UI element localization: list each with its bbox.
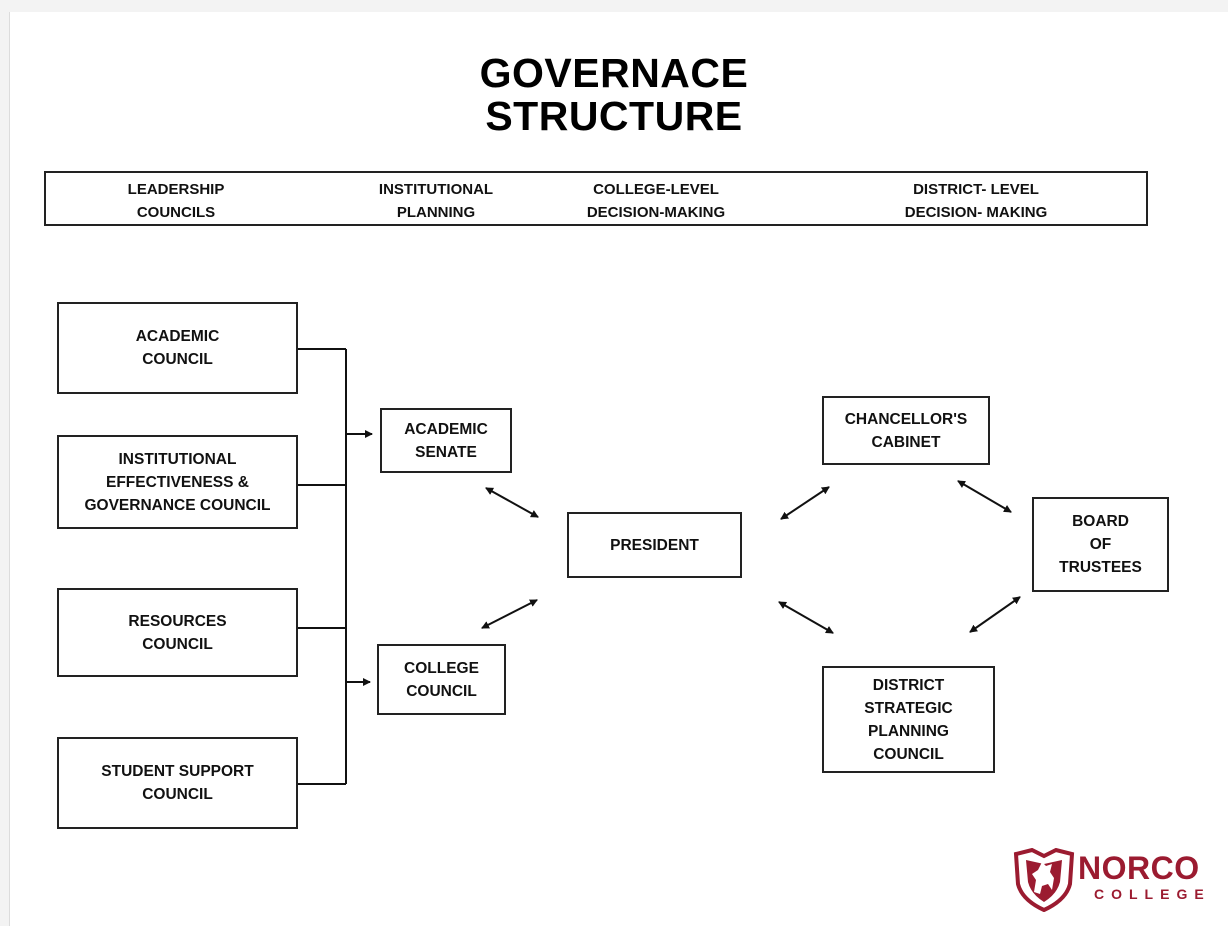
- arrow-cabinet-board: [957, 480, 1012, 513]
- node-text: GOVERNANCE COUNCIL: [84, 496, 271, 514]
- node-text: COUNCIL: [142, 351, 213, 368]
- node-text: ACADEMIC: [135, 328, 220, 345]
- header-planning-line1: INSTITUTIONAL: [378, 181, 494, 198]
- header-planning-line2: PLANNING: [396, 204, 476, 221]
- title-line-1: GOVERNACE: [479, 50, 749, 96]
- header-college-level: COLLEGE-LEVEL DECISION-MAKING: [551, 178, 761, 224]
- arrow-president-dspc: [778, 601, 834, 634]
- node-president: PRESIDENT: [567, 512, 742, 578]
- header-district-line2: DECISION- MAKING: [904, 204, 1048, 221]
- node-text: RESOURCES: [128, 612, 227, 630]
- node-college-council: COLLEGE COUNCIL: [377, 644, 506, 715]
- header-leadership-line2: COUNCILS: [136, 204, 216, 221]
- node-text: TRUSTEES: [1059, 559, 1142, 576]
- page-title: GOVERNACE STRUCTURE: [0, 52, 1228, 138]
- node-text: STRATEGIC: [864, 699, 953, 717]
- header-leadership-line1: LEADERSHIP: [127, 181, 225, 198]
- node-text: SENATE: [415, 443, 477, 461]
- node-text: COLLEGE: [404, 659, 479, 677]
- column-header-bar: LEADERSHIP COUNCILS INSTITUTIONAL PLANNI…: [44, 171, 1148, 226]
- node-board-of-trustees: BOARD OF TRUSTEES: [1032, 497, 1169, 592]
- header-institutional-planning: INSTITUTIONAL PLANNING: [351, 178, 521, 224]
- arrow-president-cabinet: [780, 486, 830, 520]
- node-text: COUNCIL: [142, 786, 213, 803]
- node-text: PRESIDENT: [610, 536, 699, 554]
- node-text: OF: [1089, 536, 1112, 553]
- arrow-senate-president: [485, 487, 539, 518]
- header-district-line1: DISTRICT- LEVEL: [913, 181, 1039, 198]
- header-district-level: DISTRICT- LEVEL DECISION- MAKING: [866, 178, 1086, 224]
- node-text: EFFECTIVENESS &: [106, 473, 249, 491]
- node-chancellors-cabinet: CHANCELLOR'S CABINET: [822, 396, 990, 465]
- arrow-council-president: [481, 599, 538, 629]
- node-text: STUDENT SUPPORT: [101, 763, 254, 780]
- node-student-support-council: STUDENT SUPPORT COUNCIL: [57, 737, 298, 829]
- node-text: PLANNING: [868, 722, 949, 740]
- arrow-dspc-board: [969, 596, 1021, 633]
- node-text: ACADEMIC: [404, 420, 488, 438]
- norco-shield-logo-icon: [1013, 848, 1075, 912]
- node-text: DISTRICT: [872, 676, 945, 694]
- header-college-line2: DECISION-MAKING: [586, 204, 726, 221]
- node-text: COUNCIL: [873, 745, 944, 763]
- node-text: COUNCIL: [142, 635, 213, 653]
- title-line-2: STRUCTURE: [485, 93, 743, 139]
- node-district-strategic-planning-council: DISTRICT STRATEGIC PLANNING COUNCIL: [822, 666, 995, 773]
- node-text: CABINET: [871, 433, 941, 451]
- node-ie-governance-council: INSTITUTIONAL EFFECTIVENESS & GOVERNANCE…: [57, 435, 298, 529]
- header-college-line1: COLLEGE-LEVEL: [593, 181, 719, 198]
- node-text: COUNCIL: [406, 682, 477, 700]
- node-resources-council: RESOURCES COUNCIL: [57, 588, 298, 677]
- logo-subtitle: COLLEGE: [1094, 886, 1211, 902]
- node-text: CHANCELLOR'S: [844, 410, 968, 428]
- logo-wordmark: NORCO: [1078, 850, 1200, 886]
- node-academic-council: ACADEMIC COUNCIL: [57, 302, 298, 394]
- header-leadership-councils: LEADERSHIP COUNCILS: [96, 178, 256, 224]
- node-text: BOARD: [1072, 513, 1129, 530]
- node-academic-senate: ACADEMIC SENATE: [380, 408, 512, 473]
- node-text: INSTITUTIONAL: [118, 450, 237, 468]
